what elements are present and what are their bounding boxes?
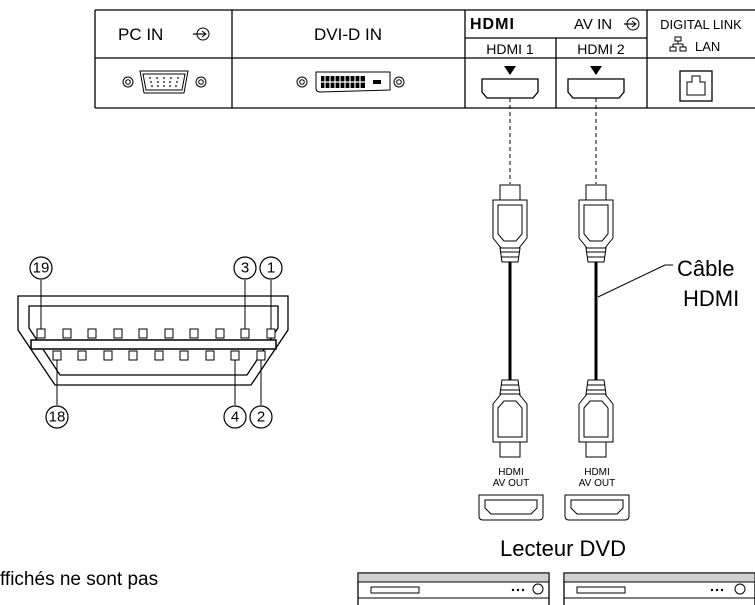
svg-text:3: 3 — [241, 260, 249, 277]
pin-number-1: 1 — [259, 256, 283, 280]
hdmi-av-out-label-right: AV OUT — [579, 478, 615, 489]
lan-network-icon — [669, 36, 687, 52]
dvd-hdmi-out-port-left — [478, 494, 544, 521]
pin-number-4: 4 — [223, 405, 247, 429]
upper-pin-row — [36, 328, 276, 339]
svg-text:1: 1 — [267, 260, 275, 277]
svg-text:19: 19 — [33, 260, 50, 277]
dvd-player-label: Lecteur DVD — [500, 536, 626, 561]
pc-in-vga-port — [122, 70, 207, 94]
cable-label-line1: Câble — [677, 256, 734, 281]
digital-link-label: DIGITAL LINK — [660, 17, 742, 32]
hdmi-cable-left — [492, 184, 528, 458]
dvd-hdmi-out-port-right — [564, 494, 630, 521]
hdmi-av-out-label-left: HDMI — [498, 467, 524, 478]
svg-text:18: 18 — [49, 409, 66, 426]
hdmi1-label: HDMI 1 — [486, 41, 534, 57]
hdmi-pin-diagram: 19 3 1 18 4 2 — [17, 256, 289, 429]
pin-number-3: 3 — [233, 256, 257, 280]
hdmi-av-out-label-left: AV OUT — [493, 478, 529, 489]
svg-text:2: 2 — [257, 409, 265, 426]
hdmi-av-out-label-right: HDMI — [584, 467, 610, 478]
pin-number-19: 19 — [29, 256, 53, 280]
dvi-d-in-label: DVI-D IN — [314, 25, 382, 44]
dvd-player-right — [563, 572, 755, 605]
lan-label: LAN — [695, 39, 720, 54]
pin-number-2: 2 — [249, 405, 273, 429]
cable-label-leader — [597, 264, 666, 298]
cable-label-line2: HDMI — [683, 286, 739, 311]
input-arrow-icon — [624, 17, 640, 31]
av-in-label: AV IN — [574, 16, 612, 33]
pin-number-18: 18 — [45, 405, 69, 429]
dvi-d-port — [296, 71, 405, 93]
hdmi-cable-right — [578, 184, 614, 458]
svg-text:4: 4 — [231, 409, 239, 426]
input-arrow-icon — [193, 27, 210, 41]
pc-in-label: PC IN — [118, 25, 163, 44]
hdmi1-port — [481, 66, 539, 99]
lower-pin-row — [52, 350, 266, 361]
terminal-panel: PC IN DVI-D IN HDMI AV IN HDMI 1 HDMI 2 … — [94, 9, 755, 109]
hdmi2-port — [567, 66, 625, 99]
lan-port — [679, 70, 713, 102]
hdmi-logo: HDMI — [470, 16, 515, 33]
hdmi2-label: HDMI 2 — [577, 41, 625, 57]
footnote-text: ffichés ne sont pas — [0, 569, 158, 590]
dvd-player-left — [357, 572, 550, 605]
